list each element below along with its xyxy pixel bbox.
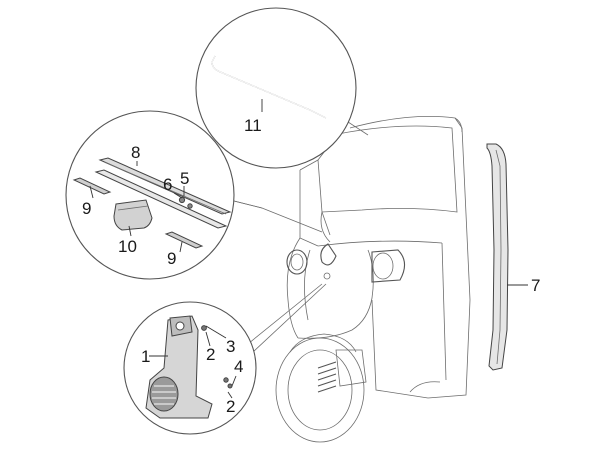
vehicle-outline bbox=[275, 115, 471, 443]
callout-10: 10 bbox=[118, 237, 137, 256]
callout-6: 6 bbox=[163, 175, 172, 194]
callout-8: 8 bbox=[131, 143, 140, 162]
detail-circle-front-grille bbox=[123, 283, 327, 435]
callout-7: 7 bbox=[531, 276, 540, 295]
part-7-door-seal bbox=[486, 143, 528, 371]
callout-5: 5 bbox=[180, 169, 189, 188]
callout-2-upper: 2 bbox=[206, 345, 215, 364]
detail-circle-part-11 bbox=[195, 7, 369, 169]
callout-2-lower: 2 bbox=[226, 397, 235, 416]
callout-11: 11 bbox=[244, 116, 262, 135]
callout-1: 1 bbox=[141, 347, 150, 366]
callout-9-left: 9 bbox=[82, 199, 91, 218]
detail-circle-wiper-parts bbox=[65, 110, 323, 280]
callout-labels: 1 2 2 3 4 5 6 7 8 9 9 10 11 bbox=[82, 116, 540, 416]
callout-9-right: 9 bbox=[167, 249, 176, 268]
callout-3: 3 bbox=[226, 337, 235, 356]
callout-4: 4 bbox=[234, 357, 243, 376]
